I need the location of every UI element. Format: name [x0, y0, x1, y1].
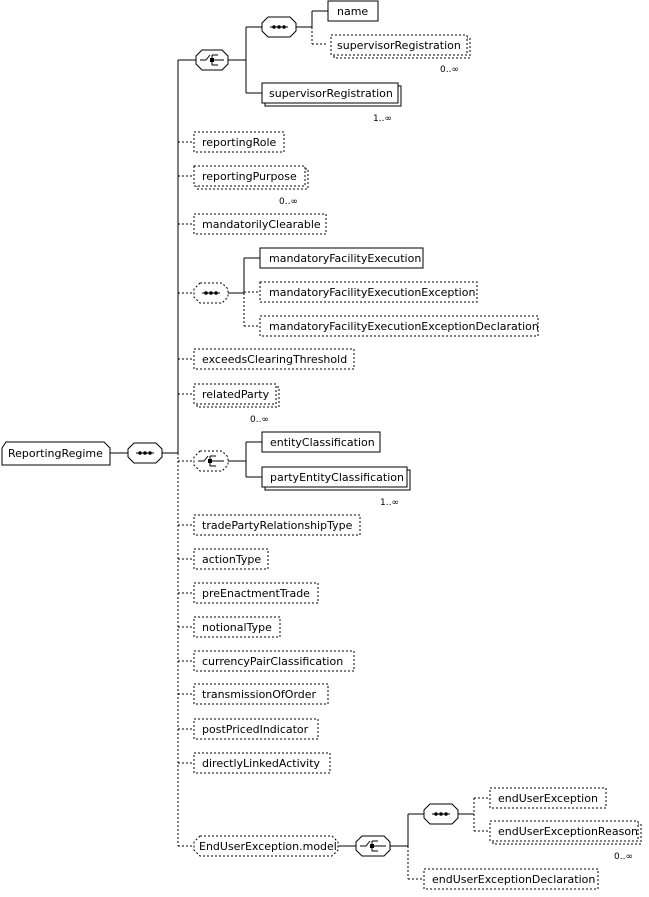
element-mandatoryFacilityExecutionExceptionDeclaration[interactable]: mandatoryFacilityExecutionExceptionDecla…: [259, 315, 539, 337]
element-label: endUserExceptionDeclaration: [432, 873, 595, 886]
element-label: actionType: [202, 553, 261, 566]
element-label: entityClassification: [270, 436, 375, 449]
element-actionType[interactable]: actionType: [193, 548, 269, 570]
element-directlyLinkedActivity[interactable]: directlyLinkedActivity: [193, 752, 331, 774]
element-entityClassification[interactable]: entityClassification: [261, 431, 381, 453]
sequence-compositor[interactable]: [423, 803, 459, 825]
element-tradePartyRelationshipType[interactable]: tradePartyRelationshipType: [193, 514, 361, 536]
element-endUserException[interactable]: endUserException: [489, 787, 607, 809]
element-label: mandatoryFacilityExecution: [269, 252, 421, 265]
element-label: mandatorilyClearable: [202, 218, 321, 231]
choice-compositor[interactable]: [195, 49, 229, 71]
optional-sequence-compositor[interactable]: [193, 282, 229, 304]
element-label: name: [337, 5, 368, 18]
element-label: EndUserException.model: [199, 840, 337, 853]
element-currencyPairClassification[interactable]: currencyPairClassification: [193, 650, 355, 672]
element-label: endUserException: [498, 792, 598, 805]
optional-choice-compositor[interactable]: [193, 450, 229, 472]
element-label: supervisorRegistration: [337, 39, 461, 52]
element-endUserExceptionDeclaration[interactable]: endUserExceptionDeclaration: [423, 868, 599, 890]
element-label: currencyPairClassification: [202, 655, 343, 668]
element-label: reportingPurpose: [202, 170, 297, 183]
element-label: reportingRole: [202, 136, 277, 149]
element-reportingRole[interactable]: reportingRole: [193, 131, 285, 153]
element-label: exceedsClearingThreshold: [202, 353, 347, 366]
element-preEnactmentTrade[interactable]: preEnactmentTrade: [193, 582, 319, 604]
element-label: relatedParty: [202, 388, 270, 401]
sequence-compositor[interactable]: [127, 442, 163, 464]
element-mandatoryFacilityExecutionException[interactable]: mandatoryFacilityExecutionException: [259, 281, 478, 303]
connectors: [110, 10, 490, 880]
element-supervisorRegistration-optional[interactable]: supervisorRegistration 0..∞: [330, 34, 471, 75]
element-label: notionalType: [202, 621, 272, 634]
cardinality-label: 1..∞: [373, 114, 392, 124]
cardinality-label: 0..∞: [440, 65, 459, 75]
root-label: ReportingRegime: [8, 447, 103, 460]
element-supervisorRegistration[interactable]: supervisorRegistration 1..∞: [261, 82, 402, 124]
element-label: transmissionOfOrder: [202, 688, 317, 701]
cardinality-label: 0..∞: [614, 852, 633, 862]
cardinality-label: 0..∞: [279, 197, 298, 207]
element-partyEntityClassification[interactable]: partyEntityClassification 1..∞: [261, 466, 411, 508]
element-mandatorilyClearable[interactable]: mandatorilyClearable: [193, 213, 327, 235]
element-label: endUserExceptionReason: [498, 825, 638, 838]
element-endUserExceptionReason[interactable]: endUserExceptionReason 0..∞: [489, 820, 642, 862]
element-reportingPurpose[interactable]: reportingPurpose 0..∞: [193, 165, 309, 207]
element-label: partyEntityClassification: [270, 471, 404, 484]
element-label: postPricedIndicator: [202, 723, 309, 736]
root-element[interactable]: ReportingRegime: [1, 441, 111, 466]
element-exceedsClearingThreshold[interactable]: exceedsClearingThreshold: [193, 348, 355, 370]
element-label: mandatoryFacilityExecutionExceptionDecla…: [269, 320, 539, 333]
element-name[interactable]: name: [327, 0, 379, 22]
element-relatedParty[interactable]: relatedParty 0..∞: [193, 383, 280, 425]
choice-compositor[interactable]: [355, 835, 391, 857]
element-label: supervisorRegistration: [269, 87, 393, 100]
element-label: mandatoryFacilityExecutionException: [269, 286, 475, 299]
sequence-compositor[interactable]: [261, 16, 297, 38]
element-label: directlyLinkedActivity: [202, 757, 321, 770]
cardinality-label: 0..∞: [250, 415, 269, 425]
element-transmissionOfOrder[interactable]: transmissionOfOrder: [193, 683, 329, 705]
element-mandatoryFacilityExecution[interactable]: mandatoryFacilityExecution: [259, 247, 424, 269]
element-label: preEnactmentTrade: [202, 587, 310, 600]
element-notionalType[interactable]: notionalType: [193, 616, 281, 638]
element-postPricedIndicator[interactable]: postPricedIndicator: [193, 718, 319, 740]
element-label: tradePartyRelationshipType: [202, 519, 353, 532]
cardinality-label: 1..∞: [380, 498, 399, 508]
group-EndUserException-model[interactable]: EndUserException.model: [193, 835, 339, 857]
